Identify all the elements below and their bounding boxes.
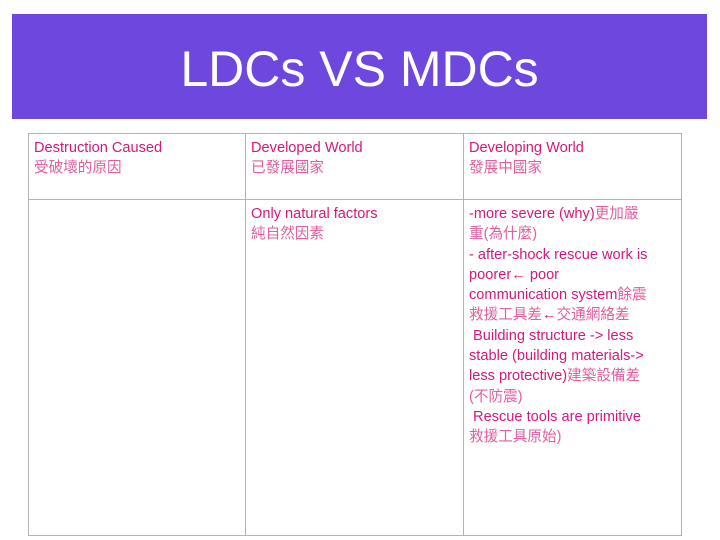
arrow-left-icon: ← [541,307,557,324]
text-zh: 更加嚴 [594,206,639,222]
text-en: poorer [469,266,512,283]
cause-cell [28,199,246,536]
header-cell-developing-world: Developing World 發展中國家 [463,133,682,200]
text-en: communication system [469,287,618,304]
developing-line-2: 重(為什麼) [469,226,538,243]
header-en: Developed World [251,140,363,156]
developing-line-8: stable (building materials-> [469,348,644,365]
title-banner: LDCs VS MDCs [12,14,707,119]
developing-cell: -more severe (why)更加嚴 重(為什麼) - after-sho… [463,199,682,536]
developed-cell: Only natural factors 純自然因素 [245,199,464,536]
developing-line-12: 救援工具原始) [469,429,562,446]
table-row: Only natural factors 純自然因素 -more severe … [28,199,682,536]
developing-line-9: less protective)建築設備差 [469,366,677,386]
developing-line-11: Rescue tools are primitive [469,408,641,425]
header-zh: 已發展國家 [251,160,324,177]
developed-zh: 純自然因素 [251,226,324,243]
developing-line-1: -more severe (why)更加嚴 [469,204,677,224]
slide-title: LDCs VS MDCs [180,40,539,97]
developing-line-5: communication system餘震 [469,285,677,305]
header-zh: 受破壞的原因 [34,160,122,177]
text-zh: 交通網絡差 [556,307,630,324]
developing-line-6: 救援工具差←交通網絡差 [469,305,677,325]
developing-line-4: poorer← poor [469,265,677,285]
text-zh: 餘震 [617,287,647,304]
text-en: poor [525,266,560,283]
table-header-row: Destruction Caused 受破壞的原因 Developed Worl… [28,133,682,200]
header-en: Destruction Caused [34,140,163,156]
header-cell-destruction-caused: Destruction Caused 受破壞的原因 [28,133,246,200]
developing-line-10: (不防震) [469,388,523,405]
arrow-left-icon: ← [511,266,526,283]
text-zh: 建築設備差 [567,368,641,385]
header-cell-developed-world: Developed World 已發展國家 [245,133,464,200]
header-zh: 發展中國家 [469,160,542,177]
text-zh: 救援工具差 [469,307,542,324]
developing-line-7: Building structure -> less [469,327,634,344]
comparison-table: Destruction Caused 受破壞的原因 Developed Worl… [28,133,682,536]
developed-en: Only natural factors [251,206,378,222]
developing-line-3: - after-shock rescue work is [469,246,648,263]
text-en: -more severe (why) [469,206,595,222]
header-en: Developing World [469,140,584,156]
text-en: less protective) [469,368,568,385]
